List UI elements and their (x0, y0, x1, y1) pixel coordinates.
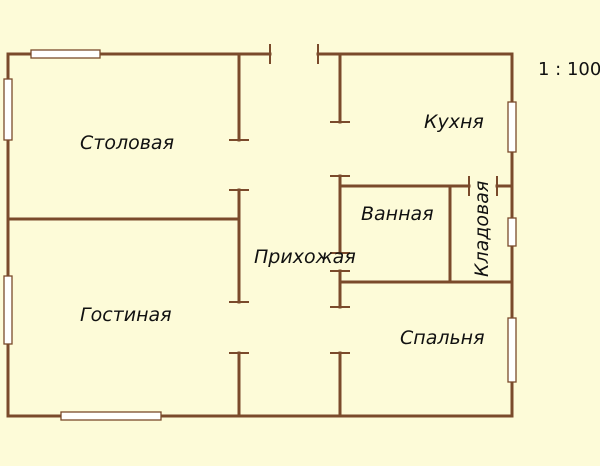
entrance-door (269, 44, 319, 64)
interior-walls (6, 52, 514, 418)
room-label-kitchen: Кухня (424, 111, 484, 133)
window-left-dining (3, 78, 13, 141)
room-label-hallway: Прихожая (254, 246, 356, 268)
room-label-living: Гостиная (80, 304, 172, 326)
windows (3, 49, 517, 421)
window-bottom-living (60, 411, 162, 421)
room-label-bedroom: Спальня (400, 327, 485, 349)
window-top-dining (30, 49, 101, 59)
outer-walls (6, 52, 514, 418)
room-label-bathroom: Ванная (361, 203, 434, 225)
room-label-dining: Столовая (80, 132, 174, 154)
window-right-kitchen (507, 101, 517, 153)
room-label-pantry: Кладовая (471, 181, 493, 277)
window-right-pantry (507, 217, 517, 247)
window-right-bedroom (507, 317, 517, 383)
window-left-living (3, 275, 13, 345)
scale-label: 1 : 100 (538, 59, 600, 80)
